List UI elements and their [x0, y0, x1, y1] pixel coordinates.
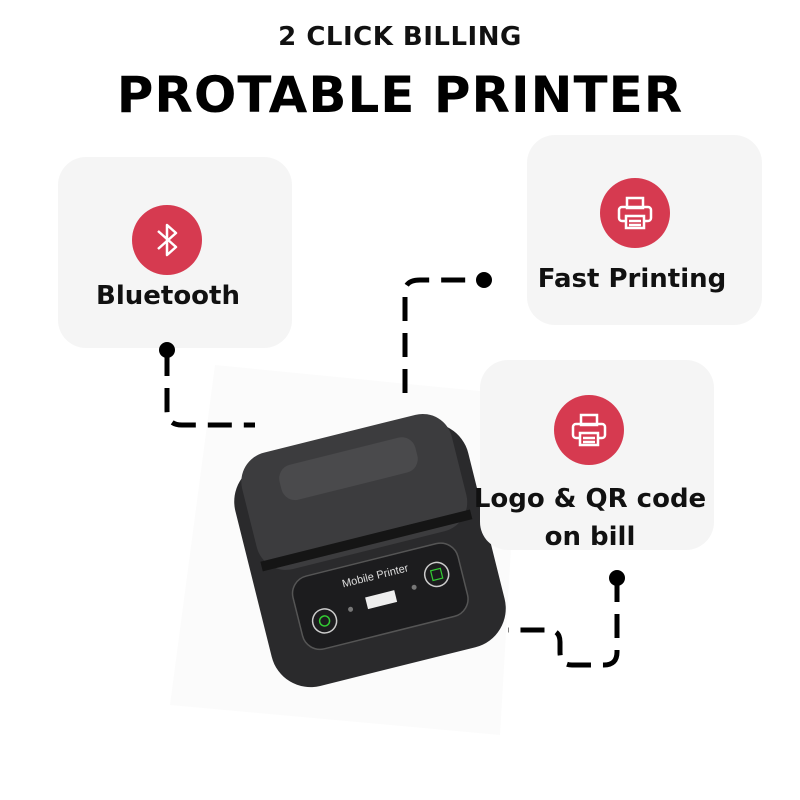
connector-logo-qr: [508, 578, 620, 668]
feature-label: Logo & QR code on bill: [473, 484, 707, 552]
feature-card-bluetooth: Bluetooth: [58, 157, 292, 348]
printer-icon: [554, 395, 624, 465]
page-title: PROTABLE PRINTER: [116, 66, 684, 124]
feature-label: Bluetooth: [96, 281, 240, 311]
subtitle: 2 CLICK BILLING: [278, 22, 522, 52]
printer-icon: [600, 178, 670, 248]
bluetooth-icon: [132, 205, 202, 275]
connector-fast-printing: [402, 277, 484, 393]
connector-bluetooth: [164, 352, 255, 428]
feature-label: Fast Printing: [537, 264, 727, 294]
feature-card-fast-printing: Fast Printing: [527, 135, 762, 325]
feature-card-logo-qr: Logo & QR code on bill: [474, 360, 714, 552]
